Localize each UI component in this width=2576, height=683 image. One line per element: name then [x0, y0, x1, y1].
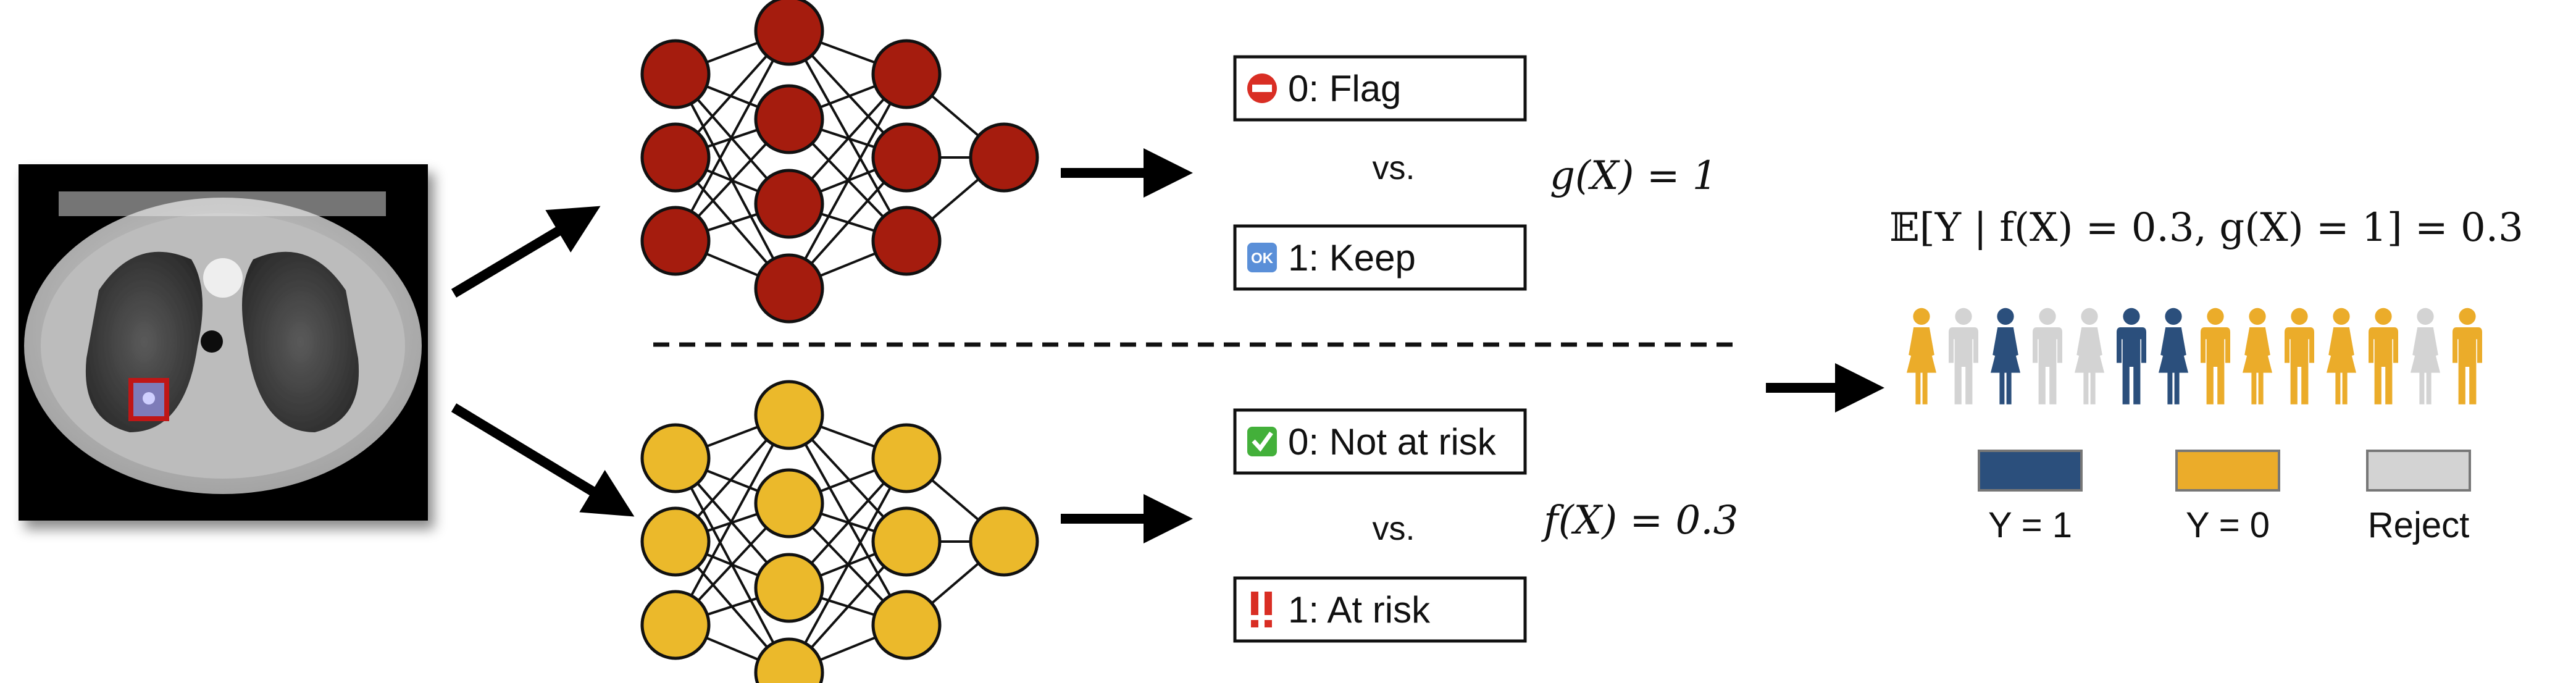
network-node: [754, 84, 824, 154]
network-node: [871, 122, 942, 193]
person-female-y1-icon: [2159, 308, 2188, 404]
gate-option-keep-label: 1: Keep: [1288, 237, 1416, 279]
ok-icon: OK: [1247, 243, 1277, 272]
gate-output-label: g(X) = 1: [1550, 153, 1718, 199]
person-male-y0-icon: [2369, 308, 2398, 404]
population-pictogram: [1907, 308, 2482, 404]
network-node: [754, 0, 824, 66]
network-edge: [788, 30, 908, 241]
network-node: [640, 423, 711, 493]
network-node: [640, 39, 711, 109]
legend-swatch-y1: [1978, 450, 2083, 492]
predictor-network: [640, 380, 1039, 683]
gate-network: [640, 0, 1039, 324]
network-edge: [788, 458, 908, 673]
arrow-to-predictor-net: [451, 403, 635, 517]
person-male-y1-icon: [2117, 308, 2146, 404]
network-node: [754, 169, 824, 239]
person-female-y0-icon: [2327, 308, 2356, 404]
person-male-y0-icon: [2285, 308, 2314, 404]
network-node: [640, 122, 711, 193]
predictor-vs-label: vs.: [1372, 510, 1415, 547]
gate-vs-label: vs.: [1372, 149, 1415, 186]
network-node: [871, 506, 942, 577]
check-mark-icon: [1247, 427, 1277, 456]
network-node: [969, 506, 1039, 577]
no-entry-icon: [1247, 73, 1277, 103]
legend-swatch-y0: [2175, 450, 2280, 492]
predictor-output-label: f(X) = 0.3: [1541, 498, 1738, 543]
network-edge: [674, 414, 790, 626]
network-node: [871, 590, 942, 660]
expectation-formula: 𝔼[Y | f(X) = 0.3, g(X) = 1] = 0.3: [1889, 205, 2524, 251]
legend-label-y1: Y = 1: [1988, 505, 2072, 545]
network-node: [871, 39, 942, 109]
network-node: [754, 380, 824, 450]
network-node: [969, 122, 1039, 193]
person-female-y0-icon: [2243, 308, 2272, 404]
ok-badge-text: OK: [1251, 250, 1274, 267]
predictor-option-at-risk-box: 1: At risk: [1233, 576, 1527, 643]
network-node: [754, 637, 824, 683]
double-exclamation-icon: [1251, 592, 1272, 627]
network-node: [640, 590, 711, 660]
network-edge: [788, 73, 908, 289]
legend-swatch-reject: [2366, 450, 2471, 492]
person-male-reject-icon: [1949, 308, 1978, 404]
legend-label-y0: Y = 0: [2186, 505, 2270, 545]
network-edge: [674, 30, 790, 241]
person-female-y0-icon: [1907, 308, 1936, 404]
predictor-option-at-risk-label: 1: At risk: [1288, 589, 1431, 631]
person-male-y0-icon: [2453, 308, 2482, 404]
person-female-reject-icon: [2075, 308, 2104, 404]
person-female-y1-icon: [1991, 308, 2020, 404]
network-node: [640, 506, 711, 577]
network-node: [871, 206, 942, 276]
arrow-to-gate-net: [451, 206, 601, 298]
person-male-reject-icon: [2033, 308, 2062, 404]
gate-option-flag-label: 0: Flag: [1288, 68, 1401, 109]
legend-label-reject: Reject: [2368, 505, 2469, 545]
ct-scan-image: [19, 164, 428, 521]
gate-option-flag-box: 0: Flag: [1233, 55, 1527, 122]
person-female-reject-icon: [2411, 308, 2440, 404]
network-node: [871, 423, 942, 493]
predictor-option-not-at-risk-box: 0: Not at risk: [1233, 408, 1527, 475]
person-male-y0-icon: [2201, 308, 2230, 404]
network-node: [754, 468, 824, 538]
network-node: [640, 206, 711, 276]
predictor-option-not-at-risk-label: 0: Not at risk: [1288, 421, 1497, 463]
network-edge: [788, 414, 908, 626]
legend: Y = 1 Y = 0 Reject: [1978, 450, 2471, 545]
network-node: [754, 553, 824, 623]
gate-option-keep-box: OK 1: Keep: [1233, 224, 1527, 291]
network-node: [754, 253, 824, 324]
